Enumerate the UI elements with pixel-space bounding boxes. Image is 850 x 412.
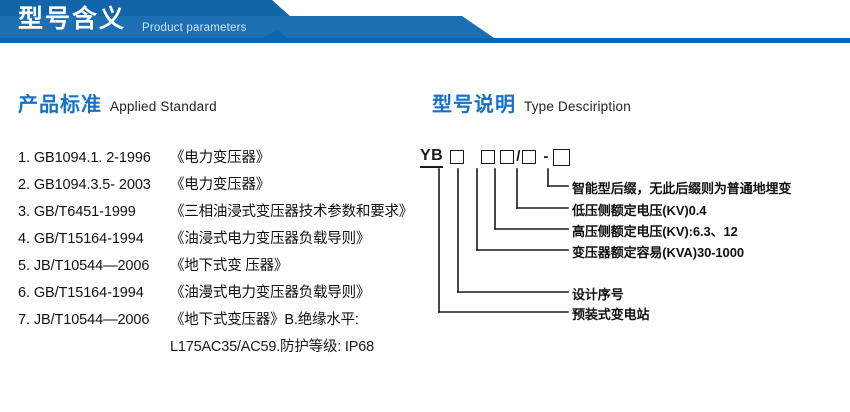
- standard-code: 2. GB1094.3.5- 2003: [18, 177, 151, 193]
- banner-mid-shape: [0, 16, 500, 42]
- page-header-banner: 型号含义 Product parameters: [0, 0, 850, 46]
- standard-name: 《油漫式电力变压器负载导则》: [170, 285, 371, 301]
- callout-substation: 预装式变电站: [572, 307, 650, 322]
- code-box-capacity-2: [500, 150, 515, 164]
- callout-design-serial: 设计序号: [572, 287, 624, 302]
- standard-name: 《地下式变 压器》: [170, 258, 289, 274]
- callout-hv-voltage: 高压侧额定电压(KV):6.3、12: [572, 224, 738, 239]
- code-box-capacity-1: [481, 150, 496, 164]
- code-dash-separator: -: [543, 148, 549, 165]
- list-item: 2. GB1094.3.5- 2003 《电力变压器》: [18, 173, 438, 200]
- code-slash-separator: /: [516, 148, 521, 165]
- type-code-symbol-row: YB / -: [420, 146, 571, 168]
- leader-lines-svg: [438, 168, 569, 313]
- list-item: 6. GB/T15164-1994 《油漫式电力变压器负载导则》: [18, 281, 438, 308]
- standard-code: 3. GB/T6451-1999: [18, 204, 136, 220]
- standards-heading-chinese: 产品标准: [18, 94, 102, 116]
- banner-title-chinese: 型号含义: [18, 5, 127, 33]
- standard-name: 《电力变压器》: [170, 150, 271, 166]
- standards-heading-english: Applied Standard: [110, 99, 217, 114]
- standard-name: 《电力变压器》: [170, 177, 271, 193]
- standard-name: 《油浸式电力变压器负载导则》: [170, 231, 371, 247]
- standard-name: 《地下式变压器》B.绝缘水平:: [170, 312, 359, 328]
- callout-capacity: 变压器额定容易(KVA)30-1000: [572, 245, 744, 260]
- type-code-diagram: YB / -: [420, 140, 850, 340]
- code-box-hv-voltage: [522, 150, 537, 164]
- banner-bottom-rule: [0, 38, 850, 43]
- list-item: 3. GB/T6451-1999 《三相油浸式变压器技术参数和要求》: [18, 200, 438, 227]
- banner-title-english: Product parameters: [142, 22, 247, 34]
- list-item: 4. GB/T15164-1994 《油浸式电力变压器负载导则》: [18, 227, 438, 254]
- code-box-design-serial: [450, 150, 465, 164]
- standard-code: 5. JB/T10544—2006: [18, 258, 150, 274]
- code-box-smart-suffix: [553, 148, 571, 166]
- standard-continuation-line: L175AC35/AC59.防护等级: IP68: [170, 339, 374, 355]
- type-heading-chinese: 型号说明: [432, 94, 516, 116]
- list-item: 5. JB/T10544—2006 《地下式变 压器》: [18, 254, 438, 281]
- callout-lv-voltage: 低压侧额定电压(KV)0.4: [572, 203, 707, 218]
- list-item: 7. JB/T10544—2006 《地下式变压器》B.绝缘水平:: [18, 308, 438, 335]
- type-code-prefix: YB: [420, 147, 444, 168]
- callout-smart-suffix: 智能型后缀，无此后缀则为普通地埋变: [572, 181, 792, 196]
- type-section-heading: 型号说明 Type Desciription: [432, 88, 631, 117]
- standards-list: 1. GB1094.1. 2-1996 《电力变压器》 2. GB1094.3.…: [18, 146, 438, 362]
- standard-code: 1. GB1094.1. 2-1996: [18, 150, 151, 166]
- standard-code: 4. GB/T15164-1994: [18, 231, 144, 247]
- standard-code: 6. GB/T15164-1994: [18, 285, 144, 301]
- callout-label-group: 智能型后缀，无此后缀则为普通地埋变 低压侧额定电压(KV)0.4 高压侧额定电压…: [420, 140, 850, 340]
- standard-code: 7. JB/T10544—2006: [18, 312, 150, 328]
- list-item: 1. GB1094.1. 2-1996 《电力变压器》: [18, 146, 438, 173]
- standards-section-heading: 产品标准 Applied Standard: [18, 88, 217, 117]
- type-heading-english: Type Desciription: [524, 99, 631, 114]
- standard-name: 《三相油浸式变压器技术参数和要求》: [170, 204, 414, 220]
